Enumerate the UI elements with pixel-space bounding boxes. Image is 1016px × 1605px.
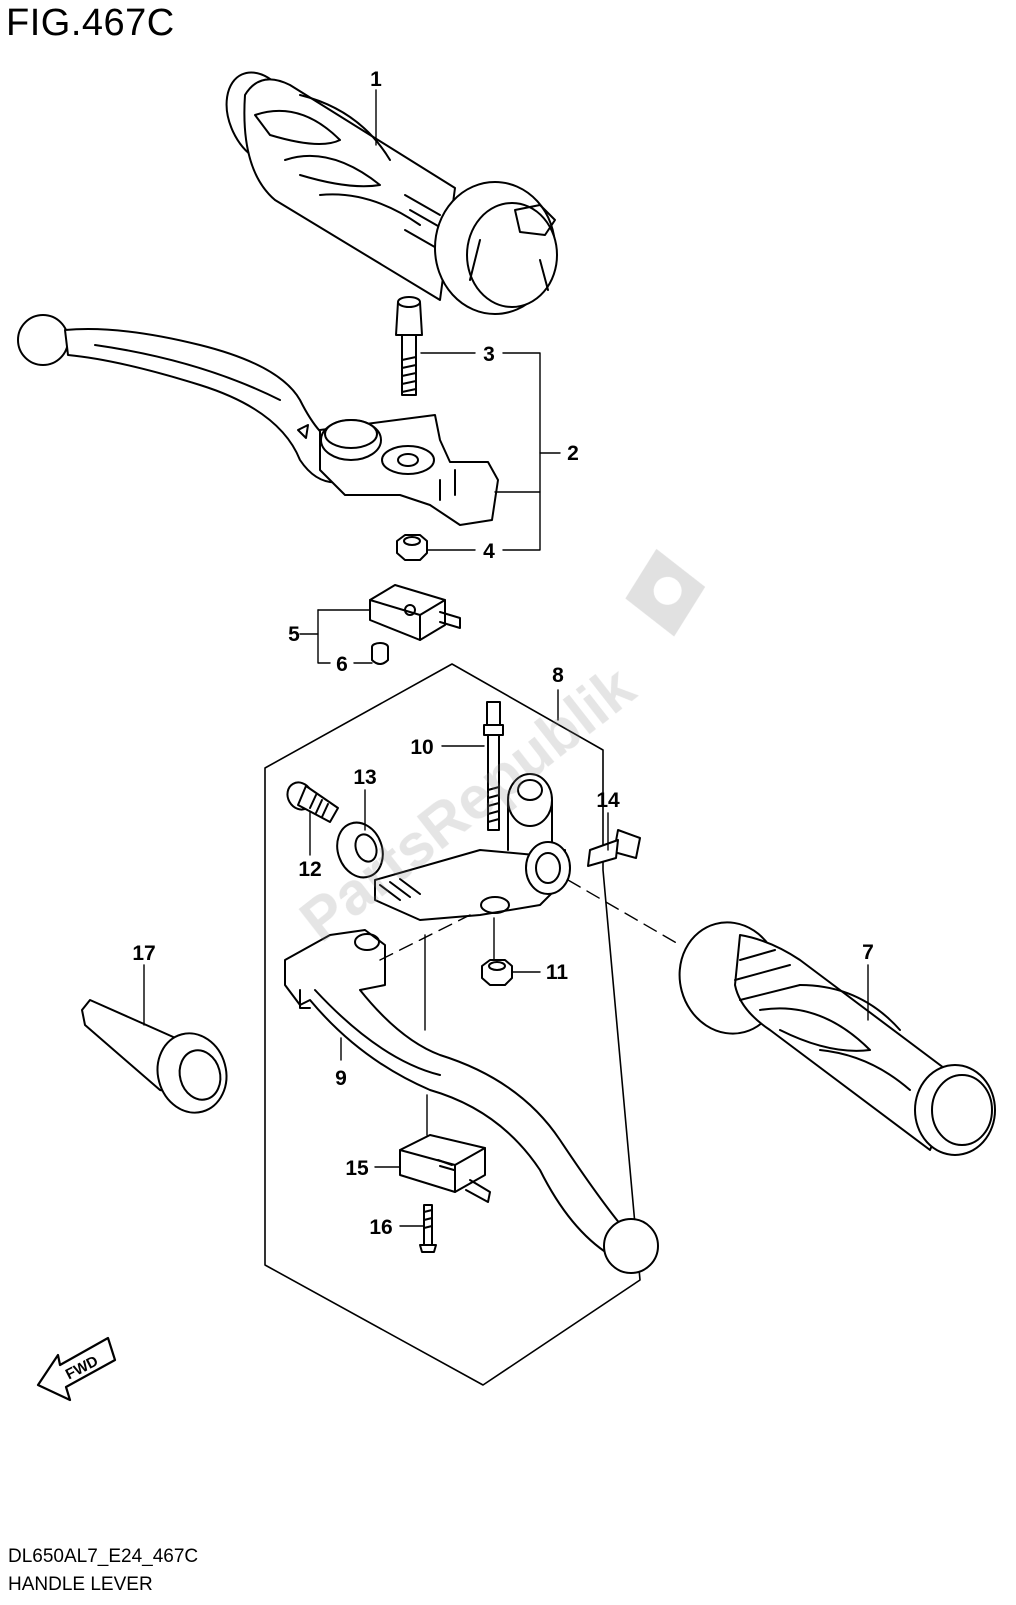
figure-name: HANDLE LEVER — [8, 1574, 153, 1595]
nut-part-4 — [396, 534, 428, 561]
callout-14: 14 — [596, 789, 620, 812]
throttle-grip-part-1 — [225, 71, 558, 315]
callout-12: 12 — [298, 858, 321, 881]
figure-title: FIG.467C — [6, 2, 175, 44]
callout-15: 15 — [345, 1157, 369, 1180]
leader-lines — [143, 89, 869, 1227]
screw-part-6 — [371, 642, 389, 665]
washer-part-13 — [336, 821, 384, 879]
callout-9: 9 — [335, 1067, 347, 1090]
left-grip-part-7 — [678, 921, 996, 1156]
callout-8: 8 — [552, 664, 564, 687]
bar-end-part-17 — [81, 999, 228, 1114]
fwd-arrow-icon — [36, 1336, 117, 1402]
brake-lever-part-2 — [17, 314, 499, 526]
callout-numbers: 1 2 3 4 5 6 7 8 9 10 11 12 13 14 15 16 1… — [132, 68, 874, 1239]
callout-6: 6 — [336, 653, 348, 676]
callout-4: 4 — [483, 540, 495, 563]
callout-11: 11 — [546, 961, 569, 984]
clutch-lever-part-9 — [284, 929, 659, 1274]
callout-2: 2 — [567, 442, 579, 465]
screw-part-16 — [419, 1204, 437, 1253]
callout-16: 16 — [369, 1216, 392, 1239]
adjuster-bolt-part-3 — [395, 296, 423, 396]
callout-3: 3 — [483, 343, 495, 366]
nut-part-11 — [481, 959, 513, 986]
screw-part-12 — [286, 781, 339, 823]
lever-holder-bracket — [374, 773, 571, 921]
callout-13: 13 — [353, 766, 376, 789]
callout-7: 7 — [862, 941, 874, 964]
brake-switch-part-5 — [369, 584, 461, 641]
figure-code: DL650AL7_E24_467C — [8, 1546, 199, 1567]
assembly-8-outline — [264, 663, 641, 1386]
bolt-part-10 — [483, 701, 504, 831]
callout-1: 1 — [370, 68, 382, 91]
callout-5: 5 — [288, 623, 300, 646]
bolt-part-14 — [587, 829, 641, 867]
watermark-gear-icon — [625, 548, 706, 637]
callout-17: 17 — [132, 942, 155, 965]
clutch-switch-part-15 — [399, 1134, 491, 1203]
callout-10: 10 — [410, 736, 433, 759]
